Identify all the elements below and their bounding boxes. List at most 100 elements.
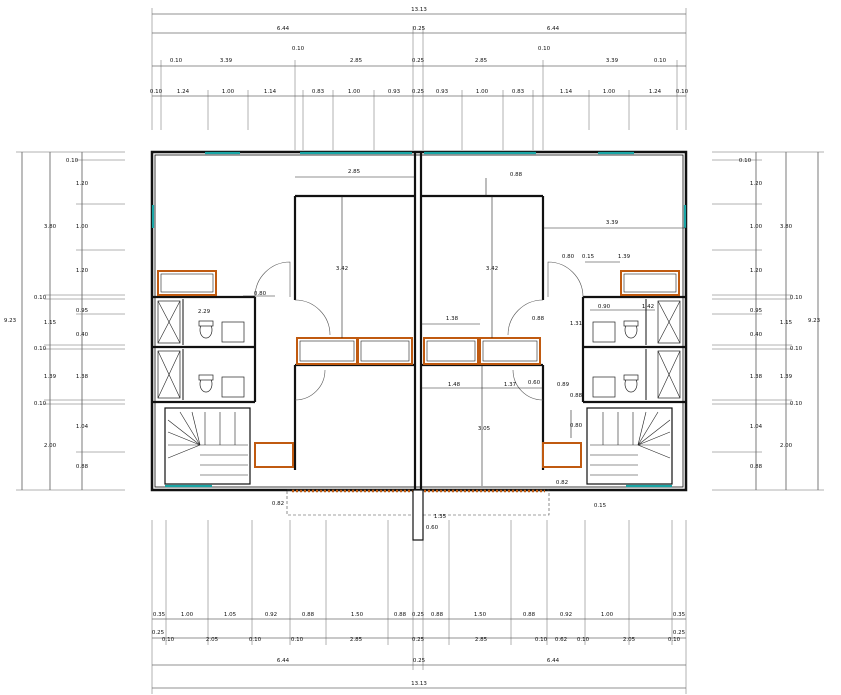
dim-room-mid-g: 0.88 (570, 393, 583, 399)
dim-room-right-width: 3.39 (606, 220, 619, 226)
dim-top-r3-1: 3.39 (220, 58, 233, 64)
dim-top-r4-1: 1.24 (177, 89, 190, 95)
dim-top-r3-4: 0.25 (412, 58, 425, 64)
dim-top-half-left: 6.44 (277, 26, 290, 32)
dim-bot-r4-13: 0.35 (673, 612, 686, 618)
dim-top-r4-9: 1.00 (476, 89, 489, 95)
dim-room-bath-right-d: 1.31 (570, 321, 582, 327)
dim-room-bath-right-e: 0.90 (598, 304, 611, 310)
dim-bot-half-mid: 0.25 (413, 658, 426, 664)
dim-top-r4-0: 0.10 (150, 89, 163, 95)
dim-left-det-7: 1.04 (76, 424, 89, 430)
dim-bot-r4-7: 0.25 (412, 612, 425, 618)
dim-bot-r3-4: 2.85 (350, 637, 363, 643)
dim-room-bath-right-a: 0.80 (562, 254, 575, 260)
dim-top-r3-8: 0.10 (654, 58, 667, 64)
top-dimensions: 13.13 6.44 0.25 6.44 0.10 3.39 0.10 2.85… (150, 7, 689, 150)
dim-bot-half-right: 6.44 (547, 658, 560, 664)
dim-top-r3-3: 2.85 (350, 58, 363, 64)
dim-top-r4-6: 0.93 (388, 89, 401, 95)
dim-left-main-0: 3.80 (44, 224, 57, 230)
dim-room-porch-b: 0.60 (426, 525, 439, 531)
dim-top-r4-13: 1.24 (649, 89, 662, 95)
dim-right-main-3: 0.10 (790, 346, 803, 352)
dim-left-det-6: 1.38 (76, 374, 89, 380)
dim-left-det-3: 1.20 (76, 268, 89, 274)
dim-top-r4-7: 0.25 (412, 89, 425, 95)
dim-room-mid-b: 0.88 (532, 316, 545, 322)
dim-top-overall: 13.13 (411, 7, 427, 13)
dim-left-det-5: 0.40 (76, 332, 89, 338)
dim-bot-r4-10: 0.88 (523, 612, 536, 618)
cabinet-left-bedroom (157, 270, 217, 296)
dim-bot-overall: 13.13 (411, 681, 427, 687)
dim-top-r3-6: 0.10 (538, 46, 551, 52)
dim-left-main-6: 2.00 (44, 443, 57, 449)
dim-bot-r4-8: 0.88 (431, 612, 444, 618)
cabinet-right-mid-a (423, 337, 479, 365)
dim-top-r4-2: 1.00 (222, 89, 235, 95)
dim-right-main-6: 2.00 (780, 443, 793, 449)
dim-room-left-width: 2.85 (348, 169, 361, 175)
left-dimensions: 9.23 3.80 0.10 1.15 0.10 1.39 0.10 2.00 … (4, 151, 125, 491)
dim-room-lower-height: 3.05 (478, 426, 491, 432)
cabinet-right-bedroom (620, 270, 680, 296)
dim-left-det-2: 1.00 (76, 224, 89, 230)
dim-bot-r3-1: 2.05 (206, 637, 219, 643)
dim-bot-extra-0: 0.25 (152, 630, 165, 636)
dim-right-det-8: 0.88 (750, 464, 763, 470)
dim-room-mid-c: 1.48 (448, 382, 461, 388)
dim-right-overall: 9.23 (808, 318, 821, 324)
dim-room-left-height: 3.42 (336, 266, 348, 272)
dim-top-r4-8: 0.93 (436, 89, 449, 95)
door-swings (254, 261, 584, 401)
dim-room-mid-a: 1.38 (446, 316, 459, 322)
dim-right-main-4: 1.39 (780, 374, 793, 380)
dim-left-main-1: 0.10 (34, 295, 47, 301)
dim-bot-r3-9: 0.10 (577, 637, 590, 643)
dim-room-bath-right-c: 1.39 (618, 254, 631, 260)
dim-bot-r3-3: 0.10 (291, 637, 304, 643)
cabinet-left-stair (254, 442, 294, 468)
dim-bot-r3-5: 0.25 (412, 637, 425, 643)
dim-bot-r4-2: 1.05 (224, 612, 237, 618)
dim-left-main-2: 1.15 (44, 320, 57, 326)
dim-bot-r4-5: 1.50 (351, 612, 364, 618)
dim-right-det-4: 0.95 (750, 308, 763, 314)
dim-bot-r4-3: 0.92 (265, 612, 277, 618)
dim-top-r3-7: 3.39 (606, 58, 619, 64)
dim-top-half-right: 6.44 (547, 26, 560, 32)
porch (286, 489, 550, 541)
dim-room-mid-f: 0.89 (557, 382, 570, 388)
dim-room-right-height: 3.42 (486, 266, 498, 272)
bottom-dimensions: 0.35 1.00 1.05 0.92 0.88 1.50 0.88 0.25 … (151, 520, 687, 694)
dim-room-door-c: 0.15 (594, 503, 607, 509)
dim-room-lower-right: 0.80 (570, 423, 583, 429)
dim-bot-extra-1: 0.25 (673, 630, 686, 636)
dim-right-main-1: 0.10 (790, 295, 803, 301)
dim-right-det-5: 0.40 (750, 332, 763, 338)
cabinets (157, 270, 680, 468)
dim-bot-r3-8: 0.62 (555, 637, 567, 643)
dim-room-porch-a: 1.35 (434, 514, 447, 520)
dim-right-main-0: 3.80 (780, 224, 793, 230)
dim-room-bath-right-f: 1.42 (642, 304, 654, 310)
dim-top-r4-5: 1.00 (348, 89, 361, 95)
dim-room-bath-right-b: 0.15 (582, 254, 595, 260)
dim-left-det-1: 1.20 (76, 181, 89, 187)
cabinet-left-mid-a (296, 337, 358, 365)
interior-dimension-lines (243, 176, 686, 486)
dim-bot-half-left: 6.44 (277, 658, 290, 664)
dim-top-r4-10: 0.83 (512, 89, 525, 95)
dim-room-door-a: 0.82 (272, 501, 284, 507)
dim-right-main-2: 1.15 (780, 320, 793, 326)
dim-top-r4-4: 0.83 (312, 89, 325, 95)
dim-right-det-2: 1.00 (750, 224, 763, 230)
windows (151, 151, 687, 488)
dim-bot-r3-0: 0.10 (162, 637, 175, 643)
dim-bot-r4-0: 0.35 (153, 612, 166, 618)
right-dimensions: 9.23 3.80 0.10 1.15 0.10 1.39 0.10 2.00 … (712, 151, 824, 491)
dim-left-det-8: 0.88 (76, 464, 89, 470)
dim-top-r3-2: 0.10 (292, 46, 305, 52)
